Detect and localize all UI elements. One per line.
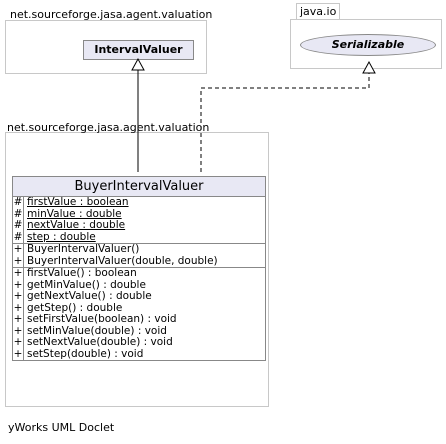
package-bottom-valuation-label: net.sourceforge.jasa.agent.valuation [7,121,210,134]
method-row: +setStep(double) : void [13,347,144,360]
field-row: #firstValue : boolean [13,196,129,209]
method-row: +setNextValue(double) : void [13,336,173,349]
package-java-io-label: java.io [300,5,337,18]
field-row: #nextValue : double [13,219,126,232]
footer-doclet-credit: yWorks UML Doclet [8,421,115,434]
method-row: +setMinValue(double) : void [13,324,167,337]
field-row: #step : double [13,230,96,243]
class-buyerintervalvaluer: BuyerIntervalValuer #firstValue : boolea… [12,176,266,361]
interface-name: Serializable [331,38,405,51]
constructors-section: +BuyerIntervalValuer() +BuyerIntervalVal… [13,243,265,268]
methods-section: +firstValue() : boolean +getMinValue() :… [13,267,265,360]
method-row: +getStep() : double [13,301,123,314]
method-row: +getNextValue() : double [13,290,152,303]
method-row: +firstValue() : boolean [13,267,137,280]
field-row: #minValue : double [13,207,122,220]
method-row: +setFirstValue(boolean) : void [13,313,177,326]
superclass-intervalvaluer: IntervalValuer [83,40,194,60]
method-row: +getMinValue() : double [13,278,146,291]
fields-section: #firstValue : boolean #minValue : double… [13,196,265,244]
package-top-valuation-label: net.sourceforge.jasa.agent.valuation [10,8,213,21]
interface-serializable: Serializable [300,34,436,56]
constructor-row: +BuyerIntervalValuer(double, double) [13,254,218,267]
constructor-row: +BuyerIntervalValuer() [13,243,140,256]
class-title: BuyerIntervalValuer [13,177,265,197]
package-java-io-tab: java.io [296,3,341,19]
superclass-name: IntervalValuer [94,43,183,56]
